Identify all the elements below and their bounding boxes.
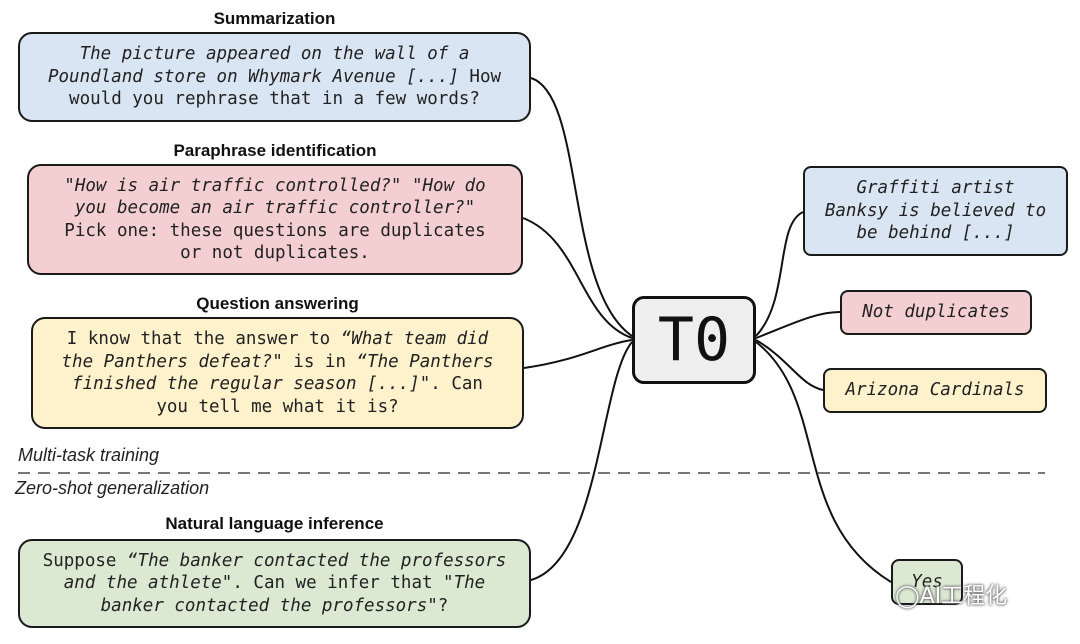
nli-heading: Natural language inference — [165, 514, 384, 533]
qa-text-segment: is in — [282, 351, 357, 372]
qa-text-line: I know that the answer to “What team did — [62, 328, 494, 351]
paraphrase-text-segment: you become an air traffic controller?" — [74, 198, 476, 218]
paraphrase-input: "How is air traffic controlled?" "How do… — [27, 164, 523, 275]
connector-out-nli — [755, 341, 892, 583]
nli-text-line: and the athlete". Can we infer that "The — [43, 572, 507, 595]
paraphrase-heading: Paraphrase identification — [173, 141, 377, 160]
nli-input: Suppose “The banker contacted the profes… — [18, 539, 531, 628]
connector-out-summary — [755, 211, 804, 337]
paraphrase-text-segment: Pick one: these questions are duplicates — [64, 220, 486, 241]
wechat-icon: ◯​ — [895, 584, 920, 609]
connector-qa — [523, 339, 633, 369]
nli-text-line: banker contacted the professors"? — [43, 595, 507, 618]
qa-text-line: finished the regular season [...]". Can — [62, 373, 494, 396]
paraphrase-text-line: or not duplicates. — [64, 242, 485, 265]
summarization-text-line: would you rephrase that in a few words? — [48, 88, 501, 111]
paraphrase-text-line: Pick one: these questions are duplicates — [64, 220, 485, 243]
summarization-text-segment: The picture appeared on the wall of a — [79, 44, 470, 65]
paraphrase-text-line: "How is air traffic controlled?" "How do — [64, 175, 485, 198]
nli-text-segment: and the athlete" — [63, 573, 233, 594]
output-nli-text: Yes — [911, 571, 943, 592]
nli-text-line: Suppose “The banker contacted the profes… — [43, 550, 507, 573]
qa-text-segment: “What team did — [340, 329, 489, 349]
nli-text-segment: . Can we infer that " — [232, 573, 454, 594]
t0-model-box: T0 — [632, 296, 756, 384]
nli-text-segment: banker contacted the professors — [100, 595, 428, 616]
output-summary-text: Graffiti artist Banksy is believed to be… — [824, 178, 1047, 244]
summarization-text-line: The picture appeared on the wall of a — [48, 43, 501, 66]
zero-shot-label: Zero-shot generalization — [15, 478, 210, 498]
paraphrase-text-segment: "How is air traffic controlled?" "How do — [64, 175, 486, 196]
summarization-text-segment: Poundland store on Whymark Avenue [...] — [47, 66, 459, 87]
qa-heading: Question answering — [196, 294, 359, 313]
connector-nli — [530, 341, 633, 581]
qa-text-line: you tell me what it is? — [62, 396, 494, 419]
nli-text-segment: “The banker contacted the professors — [127, 550, 507, 571]
qa-text-segment: the Panthers defeat?" — [61, 351, 283, 372]
output-qa-text: Arizona Cardinals — [845, 380, 1025, 401]
output-qa: Arizona Cardinals — [823, 368, 1047, 413]
qa-text-segment: I know that the answer to — [66, 329, 341, 349]
watermark: ◯​AI工程化 — [895, 578, 1007, 610]
qa-text-segment: you tell me what it is? — [156, 396, 399, 417]
nli-text-segment: The — [453, 573, 486, 594]
qa-text-line: the Panthers defeat?" is in “The Panther… — [62, 351, 494, 374]
paraphrase-text-line: you become an air traffic controller?" — [64, 197, 485, 220]
connector-out-qa — [755, 339, 824, 391]
connector-paraphrase — [522, 217, 633, 339]
nli-text-segment: Suppose — [42, 550, 127, 571]
summarization-text-segment: would you rephrase that in a few words? — [69, 89, 480, 110]
summarization-text-line: Poundland store on Whymark Avenue [...] … — [48, 66, 501, 89]
nli-text-segment: "? — [427, 595, 449, 616]
connector-summarization — [530, 77, 633, 337]
watermark-text: AI工程化 — [919, 584, 1008, 609]
qa-text-segment: “The Panthers — [356, 351, 494, 372]
summarization-text-segment: How — [458, 66, 502, 87]
output-summary: Graffiti artist Banksy is believed to be… — [803, 166, 1068, 256]
t0-label: T0 — [657, 305, 731, 375]
summarization-heading: Summarization — [213, 9, 336, 28]
output-nli: Yes — [891, 559, 963, 605]
qa-text-segment: finished the regular season [...]" — [72, 374, 431, 394]
output-paraphrase: Not duplicates — [840, 290, 1032, 335]
paraphrase-text-segment: or not duplicates. — [180, 243, 370, 263]
qa-text-segment: . Can — [430, 374, 483, 394]
multi-task-label: Multi-task training — [18, 445, 160, 465]
qa-input: I know that the answer to “What team did… — [31, 317, 524, 429]
connector-out-paraphrase — [755, 311, 841, 339]
output-paraphrase-text: Not duplicates — [862, 302, 1010, 323]
